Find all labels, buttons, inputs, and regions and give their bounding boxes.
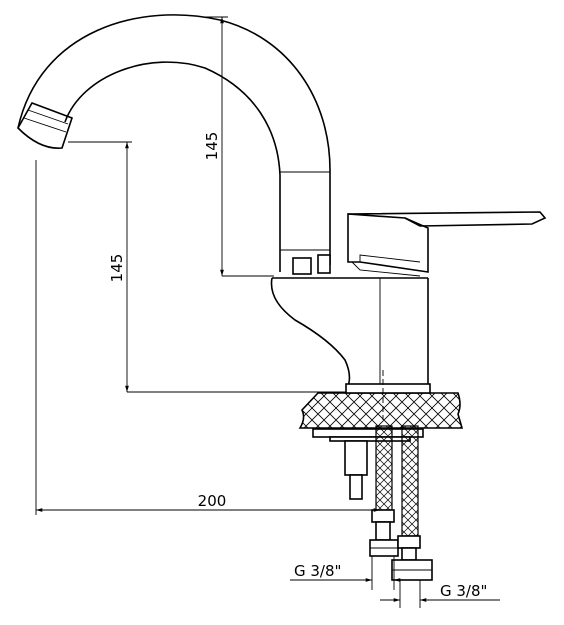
dimension-thread-back: G 3/8" [380, 580, 500, 608]
spout [17, 14, 331, 275]
dimension-spout-height: 145 [203, 16, 274, 277]
dimension-spout-reach: 200 [35, 160, 380, 515]
faucet-body [270, 277, 431, 394]
label-thread-front: G 3/8" [294, 562, 341, 580]
mounting-stud [344, 440, 368, 500]
hose-front [369, 425, 399, 557]
label-thread-back: G 3/8" [440, 582, 487, 600]
lever-handle[interactable] [347, 211, 547, 277]
countertop [298, 392, 464, 429]
label-spout-reach: 200 [198, 492, 227, 510]
label-spout-height: 145 [203, 132, 221, 161]
label-spout-clearance: 145 [108, 254, 126, 283]
dimension-thread-front: G 3/8" [290, 556, 412, 590]
hose-back [391, 425, 433, 581]
dimension-spout-clearance: 145 [68, 141, 346, 393]
